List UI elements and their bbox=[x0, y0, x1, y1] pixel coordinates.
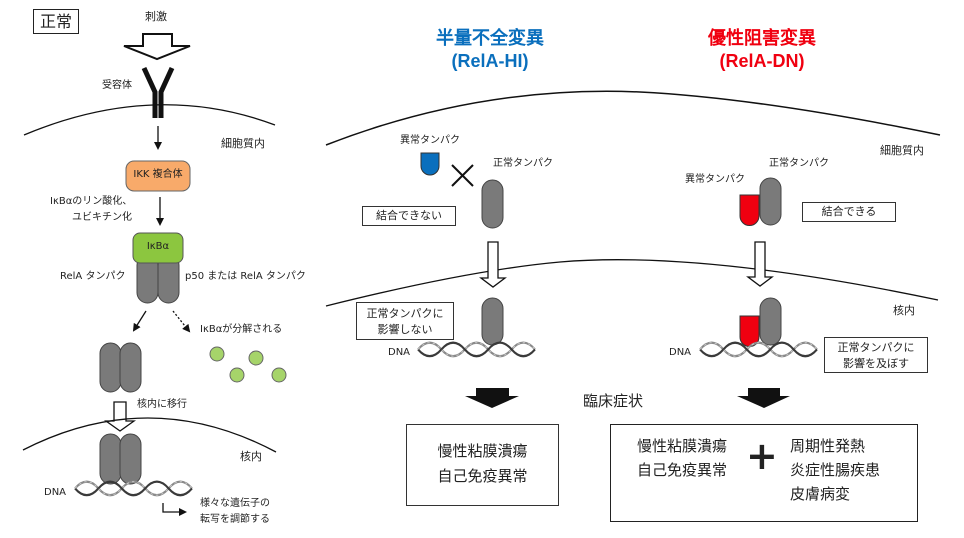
phosphorylation-label-1: IκBαのリン酸化、 bbox=[50, 196, 133, 207]
no-effect-line-2: 影響しない bbox=[377, 323, 433, 336]
plus-icon: + bbox=[746, 434, 778, 478]
hi-symptom-1: 慢性粘膜潰瘍 bbox=[437, 442, 528, 460]
hi-subtitle: (RelA-HI) bbox=[451, 51, 529, 71]
normal-protein-hi bbox=[481, 179, 504, 229]
effect-line-1: 正常タンパクに bbox=[837, 341, 915, 354]
nucleus-label-left: 核内 bbox=[240, 450, 262, 463]
regulation-label-2: 転写を調節する bbox=[200, 514, 270, 525]
cell-membrane-right bbox=[325, 90, 941, 146]
rela-dimer-nuclear bbox=[99, 433, 142, 485]
hi-title: 半量不全変異 bbox=[436, 28, 544, 48]
dn-additional-symptom-3: 皮膚病変 bbox=[790, 485, 851, 503]
dna-helix-hi bbox=[416, 341, 537, 358]
p50-or-rela-label: p50 または RelA タンパク bbox=[185, 271, 306, 282]
abnormal-protein-red bbox=[739, 194, 760, 226]
receptor-label: 受容体 bbox=[102, 80, 132, 91]
hi-symptoms-box: 慢性粘膜潰瘍 自己免疫異常 bbox=[406, 424, 559, 506]
normal-protein-hi-nuclear bbox=[481, 297, 504, 346]
stimulus-arrow bbox=[123, 33, 191, 61]
cross-icon bbox=[451, 164, 474, 187]
hi-normal-protein-label: 正常タンパク bbox=[493, 158, 553, 169]
dn-additional-symptom-2: 炎症性腸疾患 bbox=[790, 461, 881, 479]
black-arrow-dn bbox=[737, 388, 790, 408]
effect-line-2: 影響を及ぼす bbox=[843, 357, 909, 370]
ikk-complex-label: IKK 複合体 bbox=[133, 169, 183, 180]
cytoplasm-label-left: 細胞質内 bbox=[221, 137, 265, 150]
dna-label-dn: DNA bbox=[669, 347, 692, 358]
nuclear-membrane-right bbox=[325, 259, 939, 307]
hi-symptom-2: 自己免疫異常 bbox=[437, 467, 528, 485]
dna-helix-dn bbox=[698, 341, 819, 358]
can-bind-box: 結合できる bbox=[802, 202, 896, 222]
abnormal-protein-blue bbox=[420, 152, 440, 176]
effect-box: 正常タンパクに 影響を及ぼす bbox=[824, 337, 928, 373]
dn-subtitle: (RelA-DN) bbox=[719, 51, 805, 71]
regulation-label-1: 様々な遺伝子の bbox=[200, 498, 270, 509]
hollow-arrow-dn bbox=[746, 241, 774, 287]
ikk-complex-shape bbox=[125, 160, 191, 192]
translocation-arrow bbox=[103, 401, 137, 432]
black-arrow-hi bbox=[465, 388, 519, 408]
nucleus-label-right: 核内 bbox=[893, 304, 915, 317]
dn-additional-symptoms: 周期性発熱 炎症性腸疾患 皮膚病変 bbox=[790, 434, 880, 506]
phosphorylation-label-2: ユビキチン化 bbox=[72, 212, 132, 223]
normal-protein-dn bbox=[759, 177, 782, 226]
cytoplasm-label-right: 細胞質内 bbox=[880, 144, 924, 157]
dn-additional-symptom-1: 周期性発熱 bbox=[790, 437, 866, 455]
dna-label-hi: DNA bbox=[388, 347, 411, 358]
cell-membrane-left bbox=[23, 104, 276, 136]
ikba-label: IκBα bbox=[146, 241, 170, 252]
dn-common-symptoms: 慢性粘膜潰瘍 自己免疫異常 bbox=[637, 434, 727, 482]
dn-normal-protein-label: 正常タンパク bbox=[769, 158, 829, 169]
nuclear-membrane-left bbox=[22, 417, 277, 453]
rela-protein-label: RelA タンパク bbox=[60, 271, 126, 282]
transcription-arrow bbox=[162, 503, 187, 516]
dn-common-symptom-2: 自己免疫異常 bbox=[637, 461, 728, 479]
dna-label-left: DNA bbox=[44, 487, 67, 498]
dn-abnormal-protein-label: 異常タンパク bbox=[685, 174, 745, 185]
rela-dimer-free bbox=[99, 342, 142, 393]
stimulus-label: 刺激 bbox=[145, 10, 167, 23]
nuclear-translocation-label: 核内に移行 bbox=[137, 399, 187, 410]
no-effect-line-1: 正常タンパクに bbox=[366, 307, 444, 320]
no-effect-box: 正常タンパクに 影響しない bbox=[356, 302, 454, 340]
dn-symptoms-box bbox=[610, 424, 918, 522]
ikba-degraded-label: IκBαが分解される bbox=[200, 324, 283, 335]
degraded-ikba-circles bbox=[209, 346, 287, 383]
normal-label: 正常 bbox=[33, 9, 79, 34]
dn-common-symptom-1: 慢性粘膜潰瘍 bbox=[637, 437, 728, 455]
normal-protein-dn-nuclear bbox=[759, 297, 782, 346]
hi-abnormal-protein-label: 異常タンパク bbox=[400, 135, 460, 146]
receptor-icon bbox=[141, 66, 175, 118]
rela-dimer-with-ikba bbox=[132, 232, 184, 304]
cannot-bind-box: 結合できない bbox=[362, 206, 456, 226]
hollow-arrow-hi bbox=[479, 241, 507, 288]
dn-title: 優性阻害変異 bbox=[708, 28, 816, 48]
clinical-symptoms-label: 臨床症状 bbox=[583, 392, 644, 410]
